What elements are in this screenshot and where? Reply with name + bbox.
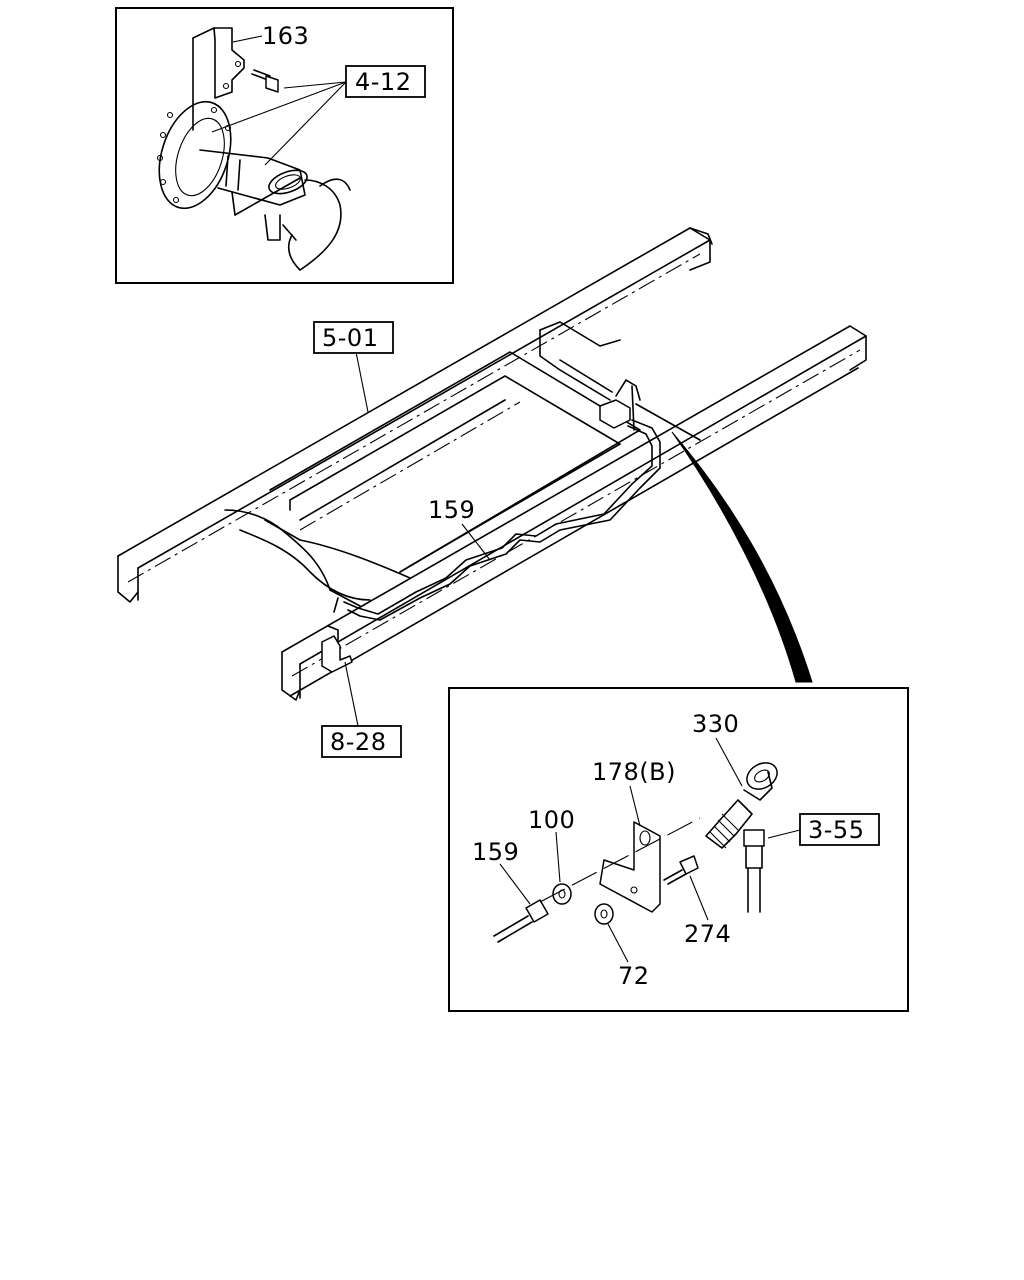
callout-274: 274 bbox=[684, 920, 731, 948]
callout-72: 72 bbox=[618, 962, 650, 990]
callout-5-01: 5-01 bbox=[322, 324, 378, 352]
ref-box-5-01 bbox=[313, 321, 394, 354]
inset-detail: 330 178(B) 100 3-55 159 274 72 bbox=[448, 687, 909, 1012]
inset-top-left: 163 4-12 bbox=[115, 7, 454, 284]
inset-top-left-frame bbox=[115, 7, 454, 284]
leader-5-01 bbox=[355, 351, 369, 413]
nut-100 bbox=[552, 883, 572, 905]
callout-163: 163 bbox=[262, 22, 309, 50]
bracket-178b bbox=[599, 821, 661, 913]
callout-159-main: 159 bbox=[428, 496, 475, 524]
leader-159-detail bbox=[499, 863, 531, 905]
axle-housing-drawing bbox=[156, 27, 351, 271]
callout-159-detail: 159 bbox=[472, 838, 519, 866]
callout-4-12: 4-12 bbox=[355, 68, 411, 96]
callout-100: 100 bbox=[528, 806, 575, 834]
leader-4-12-c bbox=[264, 81, 347, 166]
bolt-274 bbox=[663, 855, 699, 885]
ref-box-4-12 bbox=[345, 65, 426, 98]
leader-100 bbox=[555, 831, 561, 883]
callout-3-55: 3-55 bbox=[808, 816, 864, 844]
leader-72 bbox=[607, 923, 629, 963]
callout-8-28: 8-28 bbox=[330, 728, 386, 756]
leader-178b bbox=[629, 785, 641, 827]
inset-detail-frame bbox=[448, 687, 909, 1012]
ref-box-8-28 bbox=[321, 725, 402, 758]
pipe-end-159 bbox=[493, 899, 549, 943]
leader-4-12-a bbox=[283, 81, 347, 89]
callout-178b: 178(B) bbox=[592, 758, 676, 786]
leader-3-55 bbox=[767, 829, 801, 839]
leader-163 bbox=[232, 35, 263, 43]
callout-330: 330 bbox=[692, 710, 739, 738]
leader-330 bbox=[715, 737, 743, 787]
leader-274 bbox=[689, 875, 709, 921]
leader-4-12-b bbox=[211, 81, 347, 133]
tube-fitting-3-55 bbox=[743, 829, 765, 913]
chassis-frame-drawing bbox=[117, 227, 867, 701]
nut-72 bbox=[594, 903, 614, 925]
ref-box-3-55 bbox=[799, 813, 880, 846]
leader-8-28 bbox=[344, 661, 359, 727]
detail-pointer-arrow bbox=[671, 431, 813, 683]
banjo-fitting-330 bbox=[705, 762, 778, 849]
leader-159-main bbox=[461, 523, 491, 561]
